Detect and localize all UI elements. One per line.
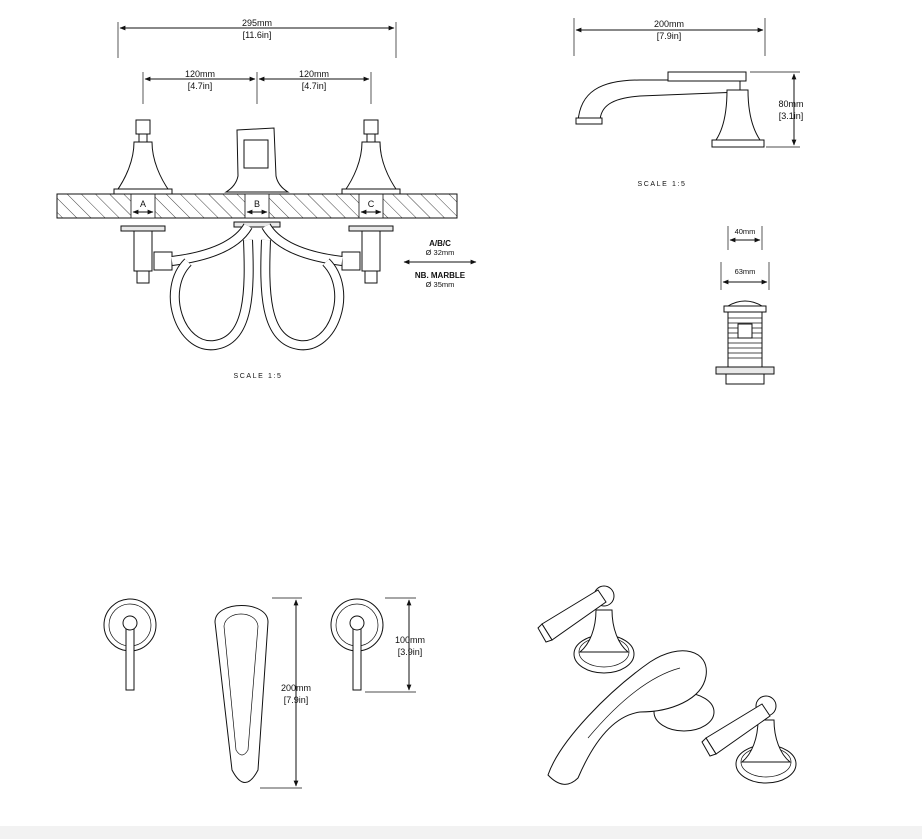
drain-flange-diameter: 63mm bbox=[735, 267, 756, 276]
handle-reach-in: [3.9in] bbox=[398, 647, 423, 657]
front-view-scale: SCALE 1:5 bbox=[233, 373, 282, 380]
spout-side-profile bbox=[575, 71, 765, 148]
spout-reach-in: [7.9in] bbox=[284, 695, 309, 705]
marble-note-title: NB. MARBLE bbox=[415, 271, 466, 280]
spout-elevation bbox=[224, 127, 290, 228]
handle-reach-mm: 100mm bbox=[395, 635, 425, 645]
left-spacing-in: [4.7in] bbox=[188, 81, 213, 91]
hole-note-title: A/B/C bbox=[429, 239, 451, 248]
hole-label-c: C bbox=[368, 199, 375, 209]
iso-right-handle bbox=[701, 695, 797, 784]
spout-reach-mm: 200mm bbox=[281, 683, 311, 693]
hole-label-b: B bbox=[254, 199, 260, 209]
right-spacing-in: [4.7in] bbox=[302, 81, 327, 91]
side-view-scale: SCALE 1:5 bbox=[637, 181, 686, 188]
spout-length-mm: 200mm bbox=[654, 19, 684, 29]
hole-size-note: A/B/C Ø 32mm NB. MARBLE Ø 35mm bbox=[403, 239, 477, 289]
iso-left-handle bbox=[537, 585, 635, 674]
spout-plan bbox=[214, 605, 269, 783]
right-handle-plan bbox=[330, 598, 384, 691]
left-spacing-mm: 120mm bbox=[185, 69, 215, 79]
hole-label-a: A bbox=[140, 199, 146, 209]
height-mm: 80mm bbox=[778, 99, 803, 109]
overall-width-mm: 295mm bbox=[242, 18, 272, 28]
top-plan-view: 100mm [3.9in] 200mm [7.9in] bbox=[103, 597, 425, 789]
overall-width-dimension: 295mm [11.6in] bbox=[117, 18, 397, 58]
front-elevation-view: 295mm [11.6in] 120mm [4.7in] 120mm [4.7i… bbox=[56, 18, 477, 380]
left-spacing-dimension: 120mm [4.7in] bbox=[142, 69, 372, 104]
overall-width-in: [11.6in] bbox=[243, 30, 272, 40]
height-in: [3.1in] bbox=[779, 111, 804, 121]
side-elevation-view: 200mm [7.9in] 80mm [3.1in] SCALE 1:5 bbox=[573, 18, 804, 188]
marble-note-value: Ø 35mm bbox=[426, 280, 455, 289]
right-spacing-mm: 120mm bbox=[299, 69, 329, 79]
isometric-view bbox=[537, 585, 797, 785]
bottom-edge-band bbox=[0, 826, 922, 839]
right-spacing-dimension: 120mm [4.7in] bbox=[258, 69, 370, 91]
left-handle-plan bbox=[103, 598, 157, 691]
iso-spout bbox=[547, 650, 715, 785]
drain-top-diameter: 40mm bbox=[735, 227, 756, 236]
hole-note-value: Ø 32mm bbox=[426, 248, 455, 257]
supply-hoses bbox=[153, 223, 361, 351]
pop-up-drain-view: 40mm 63mm bbox=[715, 226, 775, 385]
left-handle-elevation bbox=[113, 119, 173, 284]
spout-length-in: [7.9in] bbox=[657, 31, 682, 41]
right-handle-elevation bbox=[341, 119, 401, 284]
